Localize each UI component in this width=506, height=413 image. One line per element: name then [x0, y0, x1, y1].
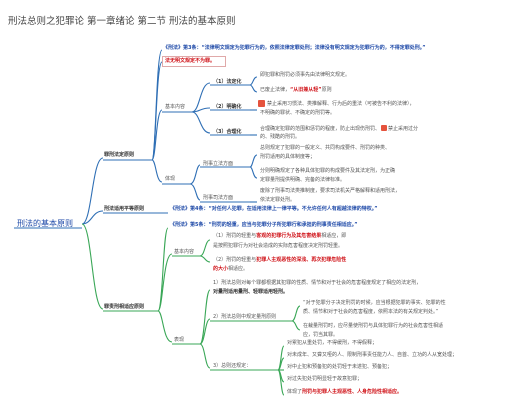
- legality-article-3: 《刑法》第3条：“法律明文规定为犯罪行为的，依照法律定罪处刑；法律没有明文规定为…: [163, 45, 426, 51]
- proportion-embody-label: 表现: [174, 337, 185, 343]
- judiciary-label: 刑事司法方面: [203, 195, 234, 201]
- content-2-line-1: （2）刑罚的轻重与犯罪人主观恶性的深浅、再次犯罪危险性: [213, 257, 347, 263]
- legislation-line-4: 定罪量刑提供明确、完备的法律标准。: [260, 177, 346, 183]
- embody-2b-line-2: 应，罚当其罪。: [303, 332, 339, 338]
- legality-content-label: 基本内容: [165, 104, 186, 110]
- judiciary-line-2: 依法定罪处刑。: [260, 197, 296, 203]
- embody-2-label: 2）刑法总则中规定量刑原则: [213, 314, 277, 320]
- item2-line-2: 不明确的罪状、不确定的刑罚等。: [260, 110, 336, 116]
- embody-2b-line-1: 在裁量刑罚时，应尽量使刑罚与具体犯罪行为的社会危害性相适: [303, 323, 444, 329]
- embody-3-item-4: 对过失犯处罚明显轻于故意犯罪；: [287, 376, 363, 382]
- item1-label: （1）法定化: [213, 79, 242, 85]
- proportion-content-label: 基本内容: [174, 249, 195, 255]
- embody-1-line-2: 对量刑适用量刑、轻罪适用轻刑。: [213, 289, 289, 295]
- item3-line-2: 的、残酷的刑罚。: [260, 134, 301, 140]
- embody-3-item-2: 对未成年、又聋又哑的人、限制刑事责任能力人、自首、立功的人从宽处理；: [287, 352, 458, 358]
- item1-line-a: 即犯罪和刑罚必须事先由法律明文规定。: [260, 72, 351, 78]
- legality-embody-label: 体现: [165, 176, 176, 182]
- embody-3-label: 3）总则还规定：: [213, 363, 252, 369]
- item1-line-b: 已废止法律，“从旧兼从轻”原则: [260, 87, 332, 93]
- embody-3-item-1: 对累犯从重处罚，不得缓刑，不得假释；: [287, 340, 378, 346]
- proportion-article-5: 《刑法》第5条：“刑罚的轻重，应当与犯罪分子所犯罪行和承担的刑事责任相适应。”: [170, 222, 358, 228]
- embody-2a-line-1: “对于犯罪分子决定刑罚的时候，应当根据犯罪的事实、犯罪的性: [303, 300, 446, 306]
- embody-3-item-3: 对中止犯和预备犯的处罚轻于未遂犯、预备犯；: [287, 364, 393, 370]
- legislation-line-3: 分则明确规定了各种具体犯罪的构成要件及其法定刑，为正确: [260, 168, 396, 174]
- judiciary-line-1: 废除了刑事司法类推制度，要求司法机关严格解释和适用刑法，: [260, 188, 401, 194]
- legality-label: 罪刑法定原则: [104, 152, 135, 158]
- embody-3-item-5: 体现了刑罚与犯罪人主观恶性、人身危险性相适应。: [287, 389, 403, 395]
- legislation-line-2: 刑罚适用的具体制度等；: [260, 154, 316, 160]
- proportion-label: 罪责刑相适应原则: [104, 304, 145, 310]
- maxim-box: [162, 56, 226, 67]
- item3-label: （3）合理化: [213, 129, 242, 135]
- legislation-label: 刑事立法方面: [203, 161, 234, 167]
- content-2-line-2: 的大小相适应。: [213, 266, 249, 272]
- item2-label: （2）明确化: [213, 104, 242, 110]
- embody-2a-line-2: 质、情节和对于社会的危害程度，依照本法的有关规定判处。”: [303, 309, 439, 315]
- embody-1-line-1: 1）刑法总则对每个罪都根据其犯罪的性质、情节和对于社会的危害程度规定了相应的法定…: [213, 280, 422, 286]
- page-title: 刑法总则之犯罪论 第一章绪论 第二节 刑法的基本原则: [8, 16, 236, 27]
- badge-icon-reasonable: [381, 125, 388, 131]
- item2-line-1: 禁止采用习惯法、类推解释、行为后的重法（可被告不利的法律），: [267, 101, 415, 107]
- root-node: 刑法的基本原则: [17, 219, 73, 228]
- content-1-line-2: 是按照犯罪行为对社会造成的实际危害程度决定刑罚轻重。: [213, 243, 344, 249]
- equality-label: 刑法适用平等原则: [104, 206, 145, 212]
- equality-article-4: 《刑法》第4条：“对任何人犯罪，在适用法律上一律平等。不允许任何人有超越法律的特…: [170, 206, 378, 212]
- content-1-line-1: （1）刑罚的轻重与客观的犯罪行为及其危害结果相适应，即: [213, 233, 347, 239]
- badge-icon-explicit: [258, 100, 265, 107]
- legislation-line-1: 总则规定了犯罪的一般定义、共同构成要件、刑罚的种类、: [260, 145, 391, 151]
- item3-line-1: 合理确定犯罪的范围和惩罚的程度，防止出现伤刑罚、禁止采用过分: [260, 125, 419, 132]
- legality-maxim: 法无明文规定不为罪。: [165, 58, 216, 64]
